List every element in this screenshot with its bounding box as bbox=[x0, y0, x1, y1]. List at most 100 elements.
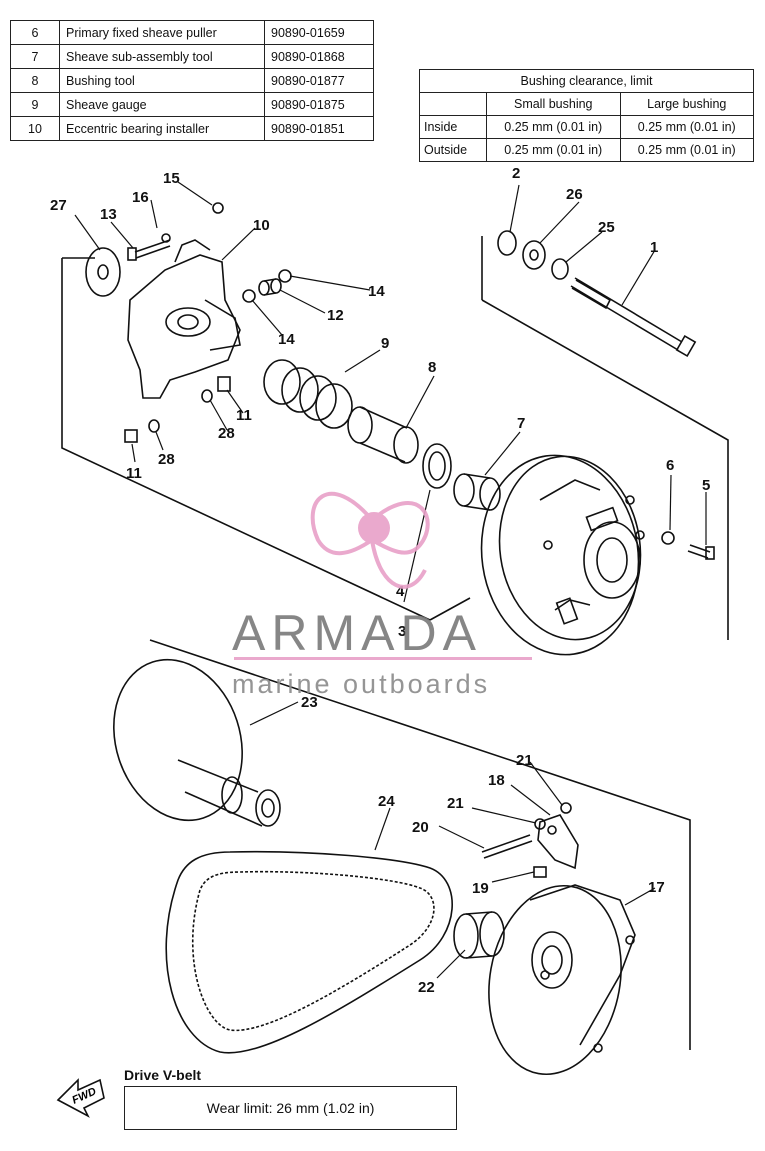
watermark-title: ARMADA bbox=[232, 605, 482, 661]
table-header-row: Small bushing Large bushing bbox=[419, 92, 754, 116]
small-value: 0.25 mm (0.01 in) bbox=[486, 115, 621, 139]
watermark-subtitle: marine outboards bbox=[232, 669, 490, 699]
part-4-bushing bbox=[422, 443, 452, 489]
tool-name: Eccentric bearing installer bbox=[59, 116, 265, 141]
part-5-bolt bbox=[687, 544, 715, 560]
table-row: 6 Primary fixed sheave puller 90890-0165… bbox=[10, 20, 374, 45]
callout-25: 25 bbox=[598, 219, 615, 236]
callout-22: 22 bbox=[418, 979, 435, 996]
tool-part-number: 90890-01659 bbox=[264, 20, 374, 45]
bushing-clearance-table: Bushing clearance, limit Small bushing L… bbox=[419, 69, 754, 162]
watermark-underline bbox=[234, 657, 532, 660]
belt-title: Drive V-belt bbox=[124, 1067, 202, 1083]
col-large-bushing: Large bushing bbox=[619, 92, 754, 116]
part-12-collar bbox=[258, 278, 282, 296]
wear-limit-box: Wear limit: 26 mm (1.02 in) bbox=[124, 1086, 457, 1130]
part-19-slider bbox=[533, 866, 547, 878]
callout-17: 17 bbox=[648, 879, 665, 896]
callout-12: 12 bbox=[327, 307, 344, 324]
part-2-washer bbox=[497, 230, 517, 256]
callout-19: 19 bbox=[472, 880, 489, 897]
callout-23: 23 bbox=[301, 694, 318, 711]
callout-1: 1 bbox=[650, 239, 658, 256]
large-value: 0.25 mm (0.01 in) bbox=[619, 115, 754, 139]
callout-18: 18 bbox=[488, 772, 505, 789]
primary-sheave bbox=[480, 454, 645, 656]
callout-8: 8 bbox=[428, 359, 436, 376]
tool-name: Sheave gauge bbox=[59, 92, 265, 117]
empty-cell bbox=[419, 92, 487, 116]
tool-name: Sheave sub-assembly tool bbox=[59, 44, 265, 69]
callout-24: 24 bbox=[378, 793, 395, 810]
part-18-cam bbox=[537, 814, 579, 870]
callout-11b: 11 bbox=[126, 465, 142, 482]
part-17-sliding-sheave bbox=[488, 884, 636, 1076]
callout-7: 7 bbox=[517, 415, 525, 432]
part-20-pin bbox=[481, 834, 533, 859]
table-row: 10 Eccentric bearing installer 90890-018… bbox=[10, 116, 374, 141]
part-26-plate bbox=[522, 240, 546, 270]
callout-15: 15 bbox=[163, 170, 180, 187]
part-24-v-belt bbox=[165, 850, 453, 1054]
part-27-washer bbox=[85, 247, 121, 297]
part-6-nut bbox=[661, 531, 675, 545]
clearance-title: Bushing clearance, limit bbox=[419, 69, 754, 93]
table-header-row: Bushing clearance, limit bbox=[419, 69, 754, 93]
part-28-washer bbox=[148, 389, 213, 433]
tool-part-number: 90890-01851 bbox=[264, 116, 374, 141]
watermark: ARMADA marine outboards bbox=[232, 491, 532, 699]
callout-28b: 28 bbox=[158, 451, 175, 468]
callout-9: 9 bbox=[381, 335, 389, 352]
callout-5: 5 bbox=[702, 477, 710, 494]
wear-limit-text: Wear limit: 26 mm (1.02 in) bbox=[206, 1100, 375, 1116]
special-tools-table: 6 Primary fixed sheave puller 90890-0165… bbox=[10, 20, 374, 141]
part-21-nut bbox=[534, 802, 572, 830]
callout-14b: 14 bbox=[278, 331, 295, 348]
part-7-bushing bbox=[453, 473, 501, 511]
callout-11a: 11 bbox=[236, 407, 252, 424]
part-9-spring bbox=[263, 359, 353, 429]
callout-16: 16 bbox=[132, 189, 149, 206]
callout-14a: 14 bbox=[368, 283, 385, 300]
callout-labels: 1 2 3 4 5 6 7 8 9 10 11 11 12 13 14 14 1… bbox=[50, 165, 710, 996]
part-1-bolt bbox=[570, 277, 697, 358]
callout-10: 10 bbox=[253, 217, 270, 234]
part-15-nut bbox=[161, 202, 224, 243]
callout-26: 26 bbox=[566, 186, 583, 203]
table-row: Inside 0.25 mm (0.01 in) 0.25 mm (0.01 i… bbox=[419, 115, 754, 139]
callout-20: 20 bbox=[412, 819, 429, 836]
callout-21a: 21 bbox=[447, 795, 464, 812]
part-14-nut bbox=[242, 269, 292, 303]
part-22-bushing bbox=[453, 911, 505, 959]
tool-part-number: 90890-01875 bbox=[264, 92, 374, 117]
propeller-logo-icon bbox=[310, 491, 430, 589]
callout-2: 2 bbox=[512, 165, 520, 182]
callout-3: 3 bbox=[398, 623, 406, 640]
callout-4: 4 bbox=[396, 583, 405, 600]
large-value: 0.25 mm (0.01 in) bbox=[619, 138, 754, 162]
callout-21b: 21 bbox=[516, 752, 533, 769]
table-row: 7 Sheave sub-assembly tool 90890-01868 bbox=[10, 44, 374, 69]
part-10-spider-bracket bbox=[127, 239, 241, 399]
callout-28a: 28 bbox=[218, 425, 235, 442]
part-25-washer bbox=[551, 258, 569, 280]
fwd-arrow-icon: FWD bbox=[56, 1078, 105, 1118]
part-11-screw bbox=[124, 376, 231, 443]
tool-number: 10 bbox=[10, 116, 60, 141]
table-row: Outside 0.25 mm (0.01 in) 0.25 mm (0.01 … bbox=[419, 138, 754, 162]
row-label: Outside bbox=[419, 138, 487, 162]
assembly-outline bbox=[61, 236, 729, 1050]
row-label: Inside bbox=[419, 115, 487, 139]
leader-lines bbox=[74, 181, 707, 979]
table-row: 9 Sheave gauge 90890-01875 bbox=[10, 92, 374, 117]
callout-13: 13 bbox=[100, 206, 117, 223]
callout-6: 6 bbox=[666, 457, 674, 474]
part-13-bolt bbox=[127, 239, 171, 261]
tool-number: 8 bbox=[10, 68, 60, 93]
part-8-sleeve bbox=[347, 406, 419, 464]
col-small-bushing: Small bushing bbox=[486, 92, 621, 116]
callout-27: 27 bbox=[50, 197, 67, 214]
part-23-sheave bbox=[113, 658, 281, 827]
tool-part-number: 90890-01868 bbox=[264, 44, 374, 69]
